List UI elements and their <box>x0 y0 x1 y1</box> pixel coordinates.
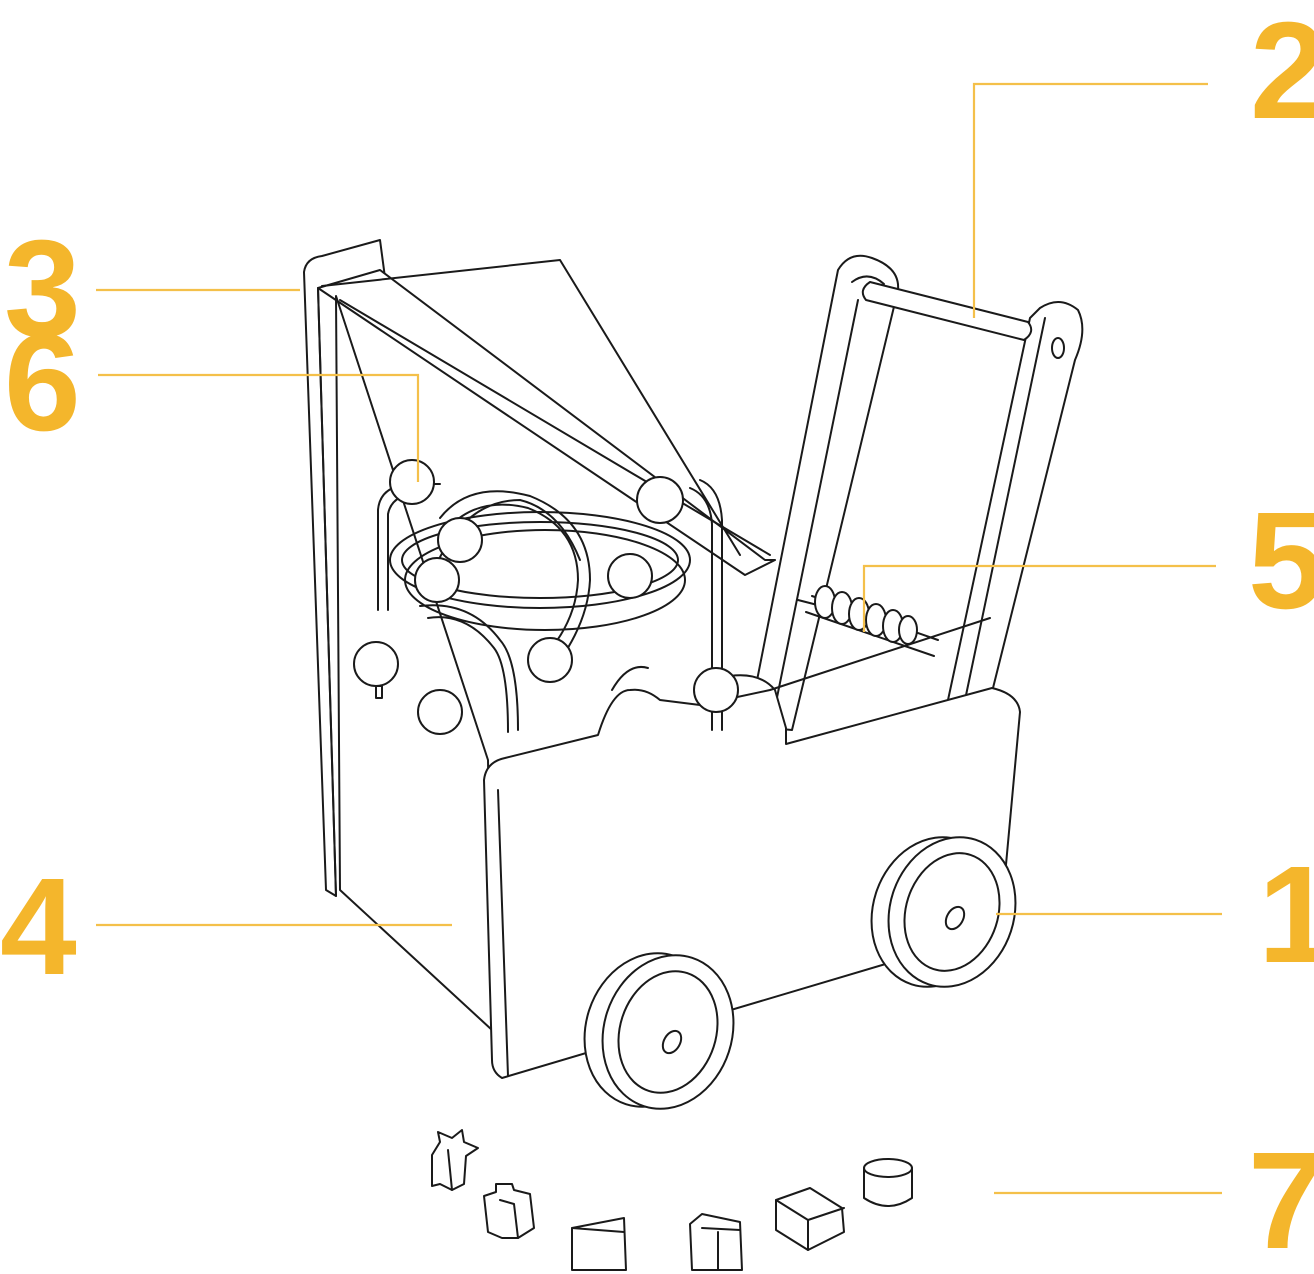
callout-6: 6 <box>4 306 81 460</box>
push-handle <box>748 256 1082 730</box>
callout-2: 2 <box>1250 0 1314 148</box>
callout-5: 5 <box>1248 484 1314 638</box>
callout-1: 1 <box>1258 838 1314 992</box>
leader-line-5 <box>864 566 1216 632</box>
callout-4: 4 <box>0 850 77 1004</box>
shape-blocks <box>432 1130 912 1270</box>
leader-line-2 <box>974 84 1208 318</box>
callout-7: 7 <box>1248 1124 1314 1274</box>
